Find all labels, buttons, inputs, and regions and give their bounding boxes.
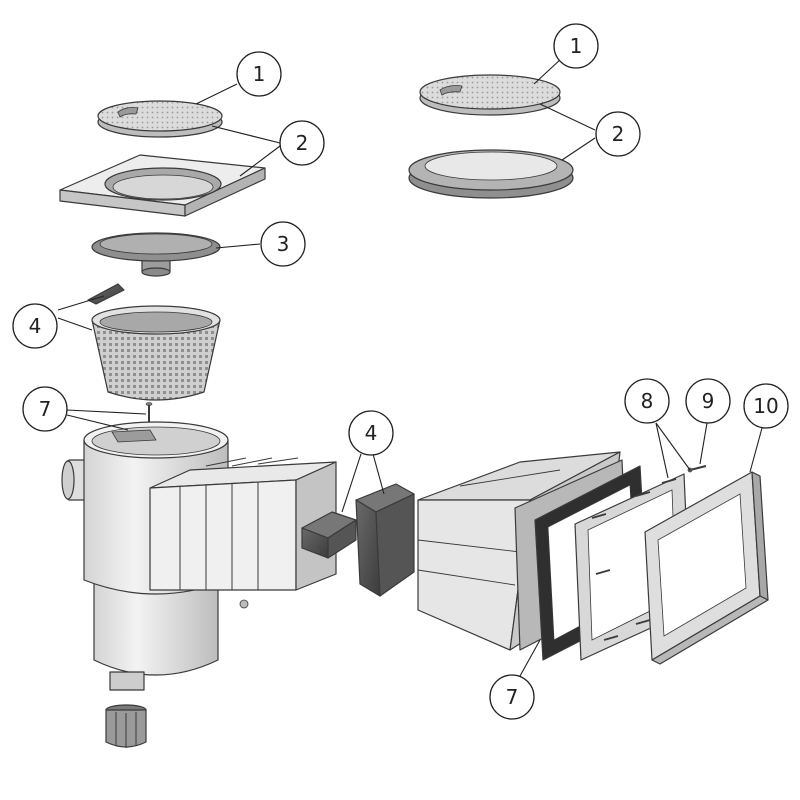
callout-label: 1 (570, 34, 583, 58)
callout-8: 8 (624, 378, 670, 424)
callout-label: 10 (753, 394, 778, 418)
callout-label: 3 (277, 232, 290, 256)
square-flange-left (59, 154, 266, 217)
weir-flap-1 (301, 511, 357, 559)
weir-flap-2 (355, 483, 415, 597)
callout-3: 3 (260, 221, 306, 267)
screw-top (687, 465, 707, 473)
callout-1-right: 1 (553, 23, 599, 69)
callout-label: 2 (296, 131, 309, 155)
callout-4-right: 4 (348, 410, 394, 456)
callout-1-left: 1 (236, 51, 282, 97)
callout-10: 10 (743, 383, 789, 429)
callout-label: 2 (612, 122, 625, 146)
skimmer-body (61, 421, 337, 691)
callout-label: 7 (506, 685, 519, 709)
callout-7-right: 7 (489, 674, 535, 720)
callout-2-left: 2 (279, 120, 325, 166)
screw-row-1 (591, 478, 677, 519)
callout-label: 4 (29, 314, 42, 338)
small-screw-top (145, 402, 153, 422)
strainer-basket (91, 305, 221, 401)
callout-9: 9 (685, 378, 731, 424)
callout-label: 7 (39, 397, 52, 421)
callout-label: 1 (253, 62, 266, 86)
callout-label: 9 (702, 389, 715, 413)
float-disc (91, 232, 221, 277)
lid-right (419, 74, 561, 116)
bottom-fitting (105, 704, 147, 748)
lid-left (97, 100, 223, 138)
callout-2-right: 2 (595, 111, 641, 157)
callout-4-left: 4 (12, 303, 58, 349)
ring-flange-right (408, 149, 574, 199)
wedge-small (87, 283, 125, 305)
callout-label: 4 (365, 421, 378, 445)
callout-label: 8 (641, 389, 654, 413)
outer-frame (644, 471, 769, 665)
leader-lines (57, 57, 763, 677)
callout-7-left: 7 (22, 386, 68, 432)
